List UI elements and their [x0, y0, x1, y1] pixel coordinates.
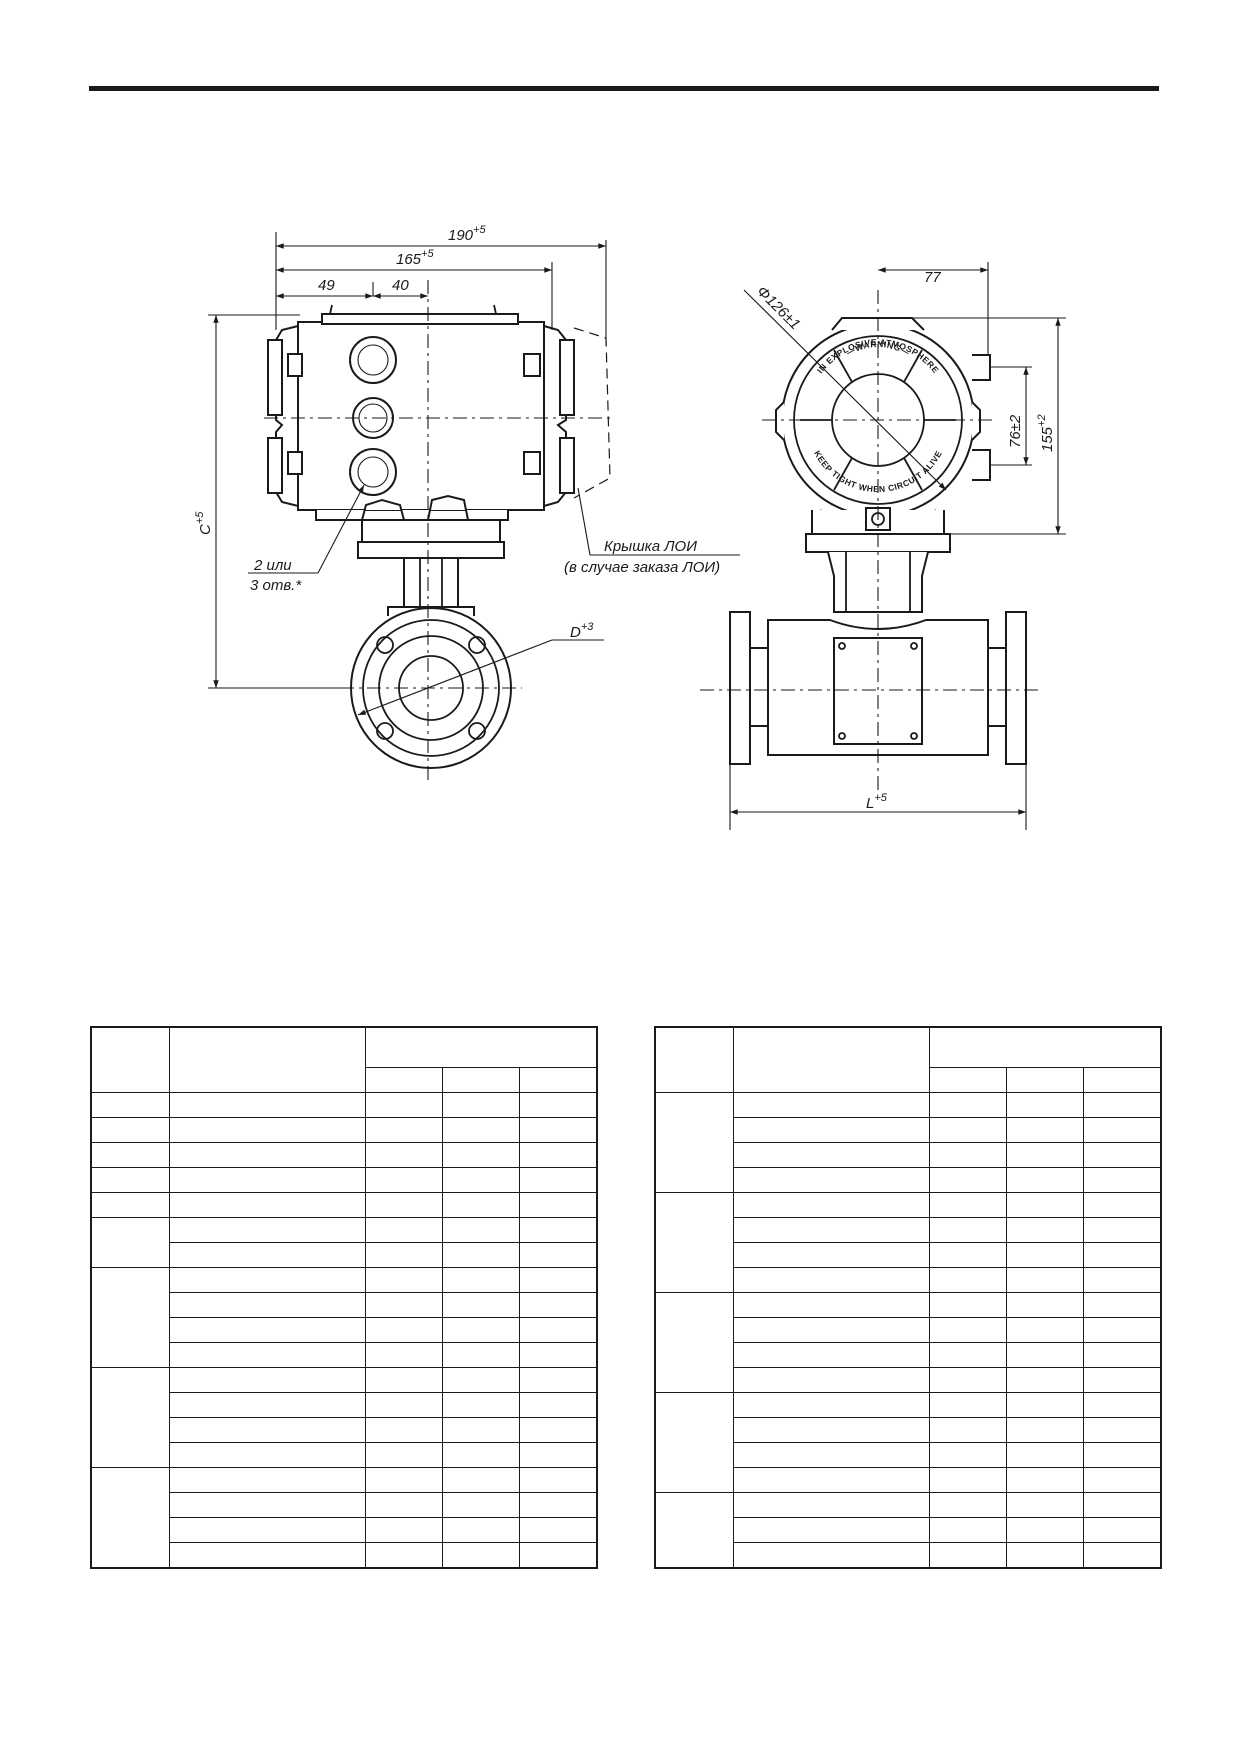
table-row	[90, 1267, 598, 1368]
dim-40-label: 40	[392, 277, 409, 294]
table-row	[655, 1417, 1162, 1443]
holes-note-line2: 3 отв.*	[250, 577, 302, 594]
table-row	[654, 1492, 1162, 1569]
holes-note-line1: 2 или	[253, 557, 292, 574]
table-row	[90, 1167, 598, 1193]
dim-49-label: 49	[318, 277, 335, 294]
table-row	[90, 1217, 598, 1268]
table-row	[655, 1217, 1162, 1243]
right-table-header-cell	[1082, 1066, 1162, 1094]
flange-right	[1005, 611, 1027, 765]
table-row	[654, 1192, 1162, 1293]
table-row	[91, 1517, 598, 1543]
table-row	[91, 1492, 598, 1518]
table-row	[90, 1192, 598, 1218]
cover-note-line2: (в случае заказа ЛОИ)	[564, 559, 720, 576]
housing-body	[297, 321, 545, 511]
dim-phi-label: Φ126±1	[753, 283, 803, 333]
table-row	[655, 1542, 1162, 1569]
dim-76-label: 76±2	[1007, 414, 1024, 448]
left-table-header-cell	[441, 1066, 520, 1094]
dim-165-label: 165+5	[396, 248, 434, 268]
conduit-hole-1	[349, 336, 397, 384]
table-row	[90, 1142, 598, 1168]
right-table	[654, 1026, 1162, 1569]
left-table-header-cell	[364, 1066, 443, 1094]
side-view	[208, 232, 740, 780]
cover-note-line1: Крышка ЛОИ	[604, 538, 697, 555]
dim-d-label: D+3	[570, 621, 594, 641]
conduit-hole-3	[349, 448, 397, 496]
dim-190-label: 190+5	[448, 224, 486, 244]
left-table-header-cell	[518, 1066, 598, 1094]
dimension-drawing: 190+5 165+5 49 40 C+5 D+3 2 или 3 отв.* …	[194, 224, 1066, 830]
table-row	[90, 1467, 598, 1569]
table-row	[654, 1292, 1162, 1393]
left-table	[90, 1026, 598, 1569]
table-row	[655, 1267, 1162, 1293]
table-row	[91, 1342, 598, 1368]
table-row	[655, 1142, 1162, 1168]
front-view: IN EXPLOSIVE ATMOSPHERE —WARNING— KEEP T…	[700, 262, 1066, 830]
flange-left	[729, 611, 751, 765]
table-row	[654, 1392, 1162, 1493]
table-row	[655, 1517, 1162, 1543]
table-row	[91, 1542, 598, 1569]
table-row	[90, 1092, 598, 1118]
right-table-header-cell	[928, 1026, 1162, 1068]
table-row	[654, 1092, 1162, 1193]
dim-155-label: 155+2	[1036, 414, 1056, 452]
table-row	[91, 1392, 598, 1418]
dim-l-label: L+5	[866, 792, 888, 812]
right-table-header-cell	[732, 1026, 930, 1093]
table-row	[655, 1342, 1162, 1368]
dim-c-label: C+5	[194, 511, 214, 535]
table-row	[655, 1242, 1162, 1268]
dim-77-label: 77	[924, 269, 941, 286]
left-table-header-cell	[90, 1026, 170, 1093]
left-table-header-cell	[168, 1026, 366, 1093]
table-row	[91, 1317, 598, 1343]
left-table-header-cell	[364, 1026, 598, 1068]
table-row	[90, 1117, 598, 1143]
right-table-header-cell	[928, 1066, 1007, 1094]
table-row	[655, 1367, 1162, 1393]
top-rule	[89, 86, 1159, 91]
right-table-header-cell	[1005, 1066, 1084, 1094]
right-table-header-cell	[654, 1026, 734, 1093]
table-row	[90, 1367, 598, 1468]
